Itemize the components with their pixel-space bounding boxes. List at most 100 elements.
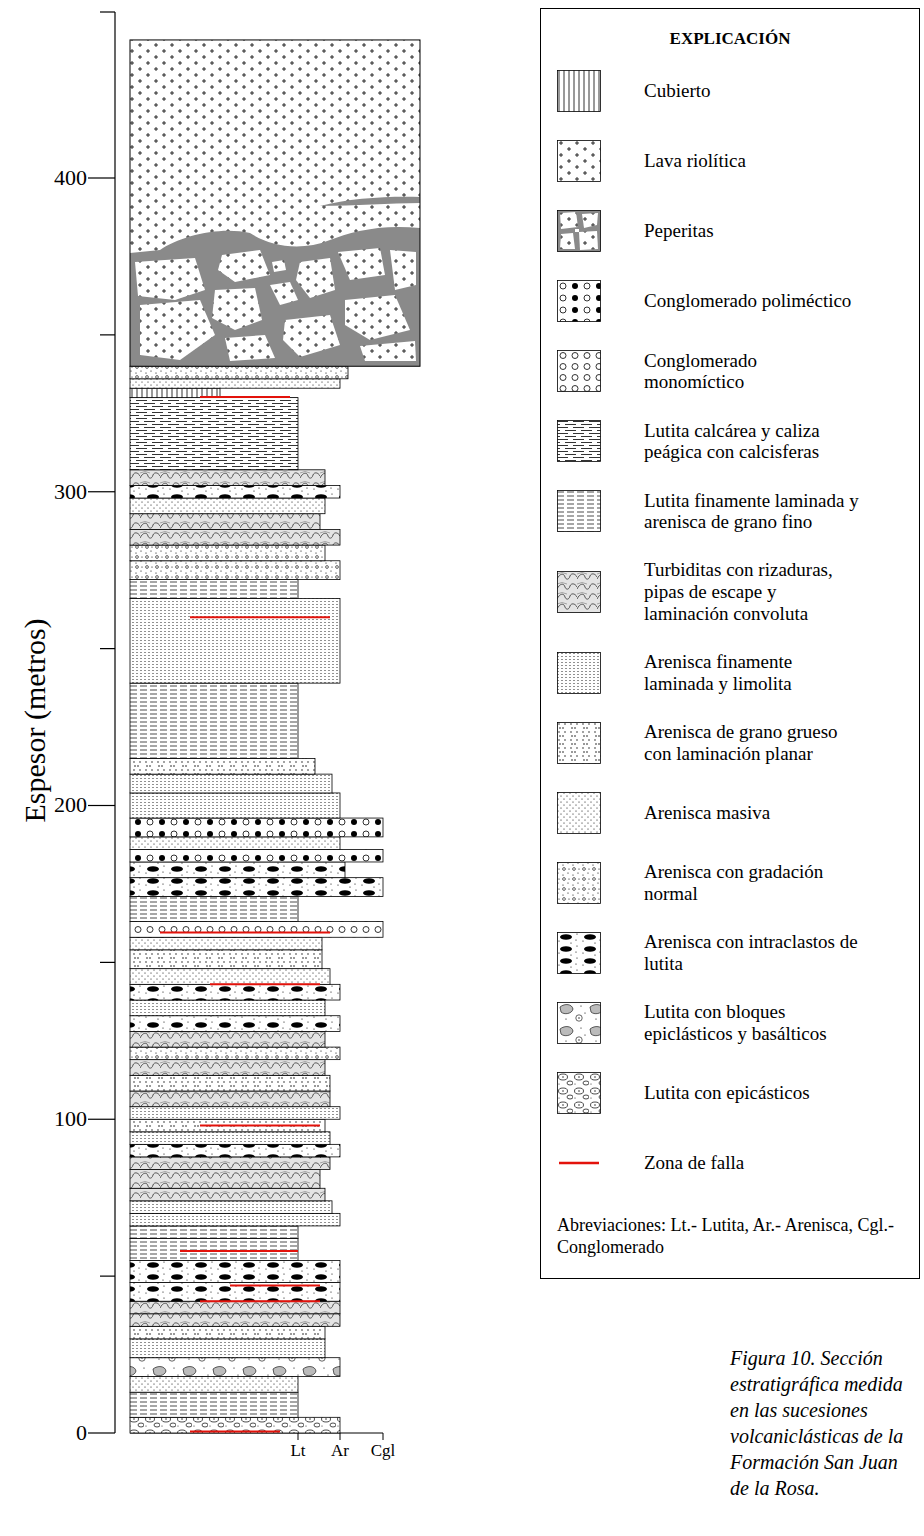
legend-entry: Arenisca con intraclastos de lutita <box>557 931 919 975</box>
rock-layer <box>130 793 340 818</box>
legend-swatch <box>557 652 601 694</box>
legend-entry: Lutita calcárea y caliza peágica con cal… <box>557 419 919 463</box>
legend-label: Turbiditas con rizaduras, pipas de escap… <box>644 559 859 625</box>
legend-label: Conglomerado monomíctico <box>644 350 859 394</box>
legend-heading: EXPLICACIÓN <box>541 9 919 69</box>
axis-tick <box>100 11 115 12</box>
legend-entry: Arenisca masiva <box>557 791 919 835</box>
rock-layer <box>130 837 340 850</box>
legend-entry: Lutita con bloques epiclásticos y basált… <box>557 1001 919 1045</box>
rock-layer <box>130 1016 340 1032</box>
rock-layer <box>130 937 322 950</box>
rock-layer <box>130 1107 340 1120</box>
lava-clast <box>345 295 410 340</box>
rock-layer <box>130 1031 325 1047</box>
rock-layer <box>130 580 298 599</box>
rhyolite-lava <box>130 40 420 366</box>
rock-layer <box>130 1169 320 1188</box>
rock-layer <box>130 1144 340 1157</box>
lava-clast <box>140 300 215 360</box>
axis-tick <box>100 962 115 963</box>
legend-swatch <box>557 722 601 764</box>
rock-layer <box>130 561 340 580</box>
rock-layer <box>130 849 383 862</box>
peperite-matrix <box>130 227 420 366</box>
fault-zone <box>230 1285 320 1287</box>
rock-layer <box>130 1377 298 1393</box>
axis-tick-label: 300 <box>54 480 87 504</box>
rock-layer <box>130 758 315 774</box>
rock-layer <box>130 598 340 683</box>
rock-layer <box>130 984 340 1000</box>
fault-zone <box>190 616 330 618</box>
legend-swatch <box>557 210 601 252</box>
legend-label: Lutita con bloques epiclásticos y basált… <box>644 1001 859 1045</box>
axis-tick <box>88 1119 115 1120</box>
fault-zone <box>200 1300 320 1302</box>
legend-swatch <box>557 280 601 322</box>
legend-label: Cubierto <box>644 80 859 102</box>
legend-entry: Turbiditas con rizaduras, pipas de escap… <box>557 559 919 625</box>
legend-swatch <box>557 1072 601 1114</box>
rock-layer <box>130 1260 340 1282</box>
rock-layer <box>130 498 325 514</box>
rock-layer <box>130 1075 330 1091</box>
axis-tick <box>100 648 115 649</box>
rock-layer <box>130 1157 330 1170</box>
legend-swatch <box>557 932 601 974</box>
rock-layer <box>130 896 298 921</box>
abbreviation-note: Abreviaciones: Lt.- Lutita, Ar.- Arenisc… <box>541 1211 919 1278</box>
legend-label: Lutita finamente laminada y arenisca de … <box>644 490 859 534</box>
rock-layer <box>130 969 330 985</box>
rock-layer <box>130 470 325 486</box>
lava-clast <box>283 315 340 357</box>
grain-size-label: Lt <box>290 1442 305 1461</box>
legend-swatch <box>557 490 601 532</box>
axis-line <box>114 12 115 1433</box>
legend-label: Arenisca de grano grueso con laminación … <box>644 721 859 765</box>
lava-clast <box>390 250 416 290</box>
lava-clast <box>135 258 205 300</box>
legend-swatch <box>557 1142 601 1184</box>
grain-size-tick <box>298 1433 299 1440</box>
rock-layer <box>130 922 383 938</box>
lava-clast <box>218 250 270 282</box>
rock-layer <box>130 1339 325 1358</box>
fault-zone <box>160 932 330 934</box>
legend-swatch <box>557 792 601 834</box>
legend-entry: Arenisca finamente laminada y limolita <box>557 651 919 695</box>
grain-size-label: Cgl <box>371 1442 396 1461</box>
axis-tick-label: 0 <box>76 1421 87 1445</box>
legend-swatch <box>557 862 601 904</box>
legend-swatch <box>557 70 601 112</box>
legend-entry: Lava riolítica <box>557 139 919 183</box>
lava-clast <box>300 326 312 337</box>
lava-clast <box>272 260 286 272</box>
legend-entry: Conglomerado monomíctico <box>557 349 919 393</box>
legend-swatch <box>557 571 601 613</box>
lava-clast <box>360 341 416 361</box>
axis-title: Espesor (metros) <box>18 618 51 822</box>
grain-size-label: Ar <box>331 1442 349 1461</box>
rock-layer <box>130 1417 340 1433</box>
rock-layer <box>130 862 345 878</box>
axis-tick-label: 200 <box>54 793 87 817</box>
fault-zone <box>180 1250 298 1252</box>
legend-swatch <box>557 1002 601 1044</box>
rock-layer <box>130 1213 340 1226</box>
legend-list: CubiertoLava riolíticaPeperitasConglomer… <box>541 69 919 1185</box>
rock-layer <box>130 529 340 545</box>
axis-tick <box>88 491 115 492</box>
legend-entry: Conglomerado poliméctico <box>557 279 919 323</box>
rock-layer <box>130 1358 340 1377</box>
peperite-outline <box>130 40 420 366</box>
legend-label: Arenisca con gradación normal <box>644 861 859 905</box>
lava-clast <box>212 288 262 330</box>
lava-clast <box>225 335 275 361</box>
legend-swatch <box>557 140 601 182</box>
rock-layer <box>130 1314 340 1327</box>
axis-tick-label: 400 <box>54 166 87 190</box>
rock-layer <box>130 1226 298 1239</box>
legend-label: Lava riolítica <box>644 150 859 172</box>
axis-tick <box>100 1276 115 1277</box>
